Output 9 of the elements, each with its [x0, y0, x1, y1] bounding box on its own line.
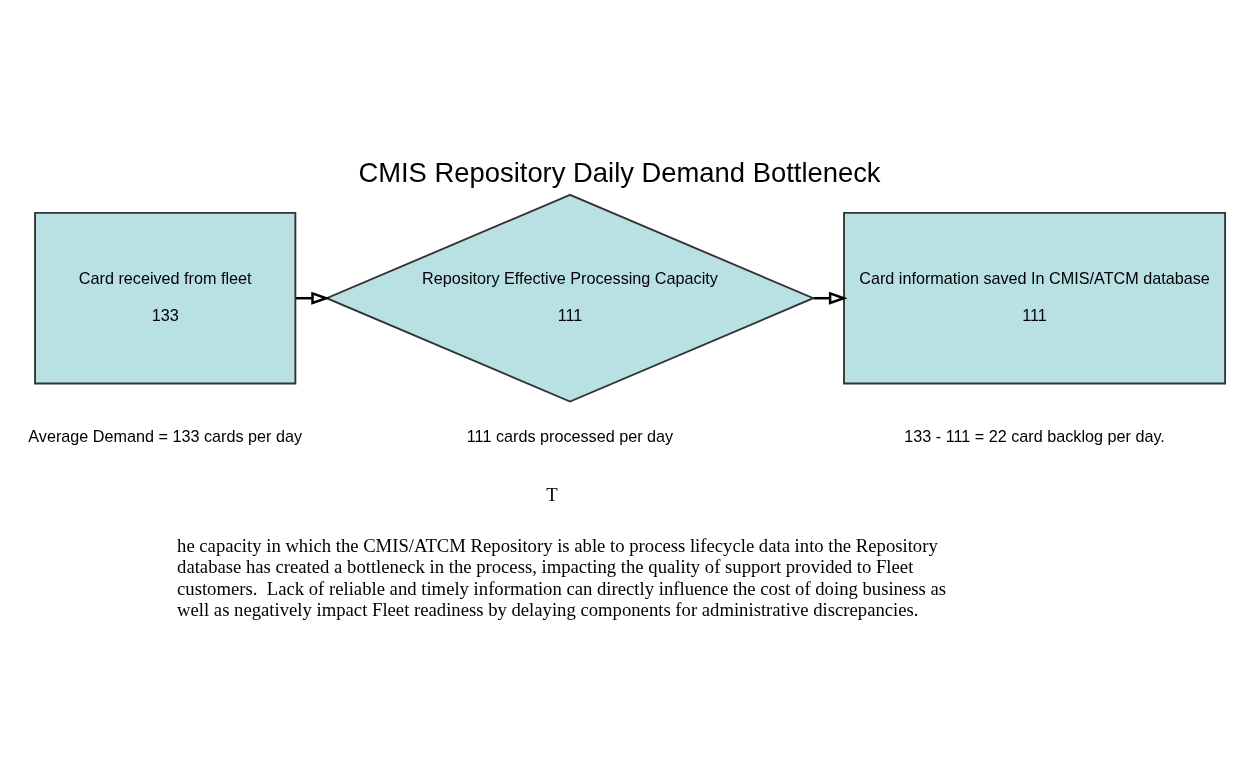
node-box: Card information saved In CMIS/ATCM database 111	[843, 211, 1227, 385]
label: he capacity in which the CMIS/ATCM Repository is able to process lifecycle data into the Repository database has created a bottleneck in the process, impacting the quality of support provided to Fleet customers. Lack of reliable and timely information can directly influence the cost of doing business as well as negatively impact Fleet readiness by delaying components for administrative discrepancies.	[177, 535, 946, 620]
label: T	[546, 483, 558, 505]
node-box: Card received from fleet 133	[34, 211, 297, 385]
node-label: 111 cards processed per day	[466, 426, 674, 445]
node-diamond: Repository Effective Processing Capacity 111	[324, 193, 816, 403]
diagram-title: CMIS Repository Daily Demand Bottleneck	[358, 156, 881, 188]
node-label: 133 - 111 = 22 card backlog per day.	[904, 426, 1165, 445]
node-label: Average Demand = 133 cards per day	[28, 426, 303, 445]
